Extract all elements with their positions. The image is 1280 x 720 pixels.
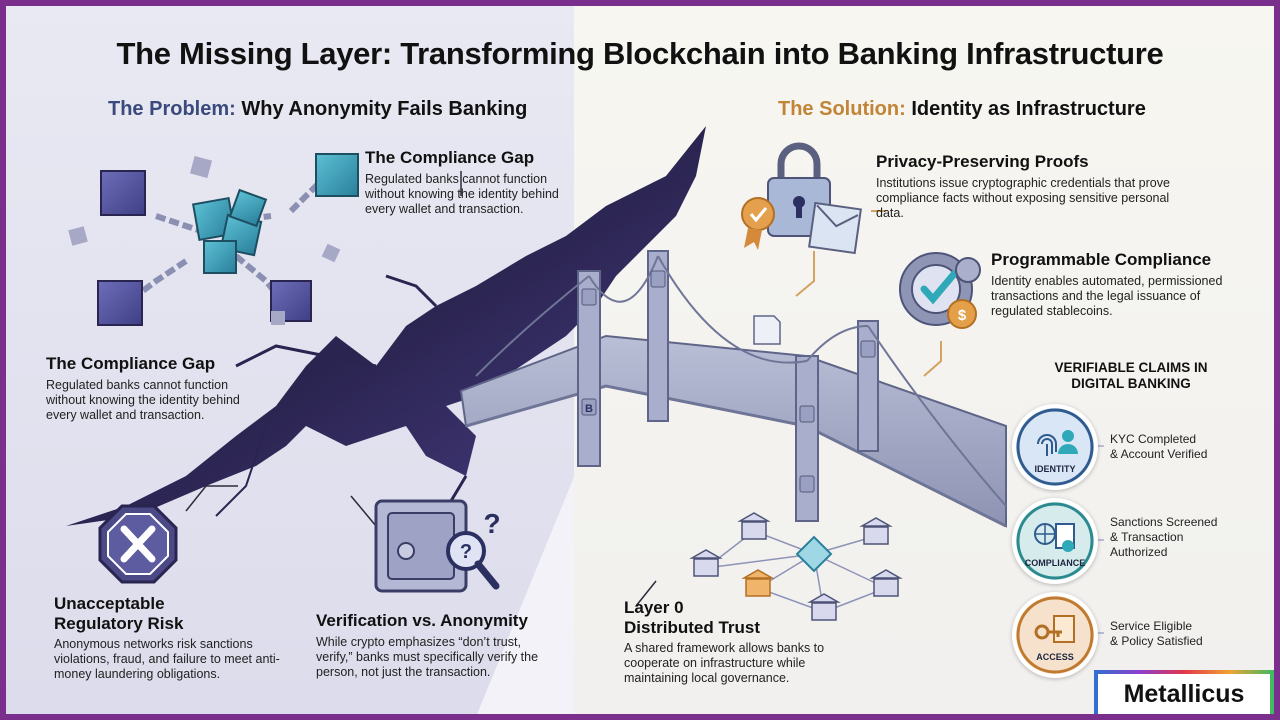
compliance-gap-left-block: The Compliance Gap Regulated banks canno…: [46, 354, 256, 423]
svg-text:$: $: [958, 307, 967, 324]
bridge-tower-1: [577, 270, 601, 467]
compliance-gap-top-title: The Compliance Gap: [365, 148, 535, 167]
compliance-gap-top-text: Regulated banks cannot function without …: [365, 171, 559, 216]
infographic-frame: ? ?: [6, 6, 1274, 714]
bank-node-3: [859, 517, 893, 545]
brand-logo-text: Metallicus: [1098, 674, 1270, 714]
globe-document-icon: [1016, 502, 1094, 580]
svg-text:?: ?: [483, 508, 500, 539]
key-scroll-icon: [1016, 596, 1094, 674]
solution-heading-text: Identity as Infrastructure: [911, 98, 1146, 120]
programmable-compliance-text: Identity enables automated, permissioned…: [991, 273, 1223, 318]
problem-heading-accent: The Problem:: [108, 98, 236, 120]
broken-chain-cluster: [68, 153, 359, 326]
lock-envelope-badge-icon: [741, 142, 862, 255]
solution-heading-accent: The Solution:: [778, 98, 906, 120]
problem-heading: The Problem: Why Anonymity Fails Banking: [108, 98, 527, 121]
safe-magnifier-icon: ? ?: [374, 499, 501, 593]
privacy-proofs-block: Privacy-Preserving Proofs Institutions i…: [876, 152, 1176, 221]
bank-node-4: [869, 569, 903, 597]
claim-access-caption: ACCESS: [1036, 652, 1074, 662]
programmable-compliance-block: Programmable Compliance Identity enables…: [991, 250, 1251, 319]
brand-logo: Metallicus: [1094, 670, 1274, 714]
privacy-proofs-title: Privacy-Preserving Proofs: [876, 152, 1089, 171]
regulatory-risk-title: Unacceptable Regulatory Risk: [54, 594, 184, 633]
bank-node-highlight: [741, 569, 775, 597]
fingerprint-user-icon: [1016, 408, 1094, 486]
document-on-cable-icon: [753, 315, 781, 345]
illustration-layer: ? ?: [66, 126, 1104, 634]
verification-text: While crypto emphasizes “don’t trust, ve…: [316, 634, 539, 679]
svg-text:?: ?: [460, 541, 472, 563]
claims-title: VERIFIABLE CLAIMS IN DIGITAL BANKING: [1054, 360, 1208, 392]
bridge-marker-label: B: [585, 403, 593, 415]
bridge-tower-2: [647, 250, 669, 422]
claim-access-text: Service Eligible & Policy Satisfied: [1110, 619, 1203, 648]
solution-heading: The Solution: Identity as Infrastructure: [778, 98, 1146, 121]
claim-compliance-text: Sanctions Screened & Transaction Authori…: [1110, 515, 1218, 559]
page-title: The Missing Layer: Transforming Blockcha…: [116, 36, 1164, 71]
regulatory-risk-text: Anonymous networks risk sanctions violat…: [54, 637, 280, 682]
claim-access-badge: ACCESS: [1012, 592, 1098, 678]
gear-check-coin-icon: $: [899, 252, 981, 329]
problem-heading-text: Why Anonymity Fails Banking: [241, 98, 528, 120]
layer0-block: Layer 0 Distributed Trust A shared frame…: [624, 598, 844, 686]
programmable-compliance-title: Programmable Compliance: [991, 250, 1212, 269]
claim-identity-text: KYC Completed & Account Verified: [1110, 432, 1208, 461]
compliance-gap-top-block: The Compliance Gap Regulated banks canno…: [365, 148, 583, 217]
claim-identity-badge: IDENTITY: [1012, 404, 1098, 490]
bank-network-diagram: [689, 512, 903, 621]
leader-lines-right: [795, 210, 942, 377]
compliance-gap-left-text: Regulated banks cannot function without …: [46, 377, 240, 422]
claim-compliance-badge: COMPLIANCE: [1012, 498, 1098, 584]
block-cube-1: [100, 170, 146, 216]
block-cube-3: [315, 153, 359, 197]
layer0-title: Layer 0 Distributed Trust: [624, 598, 761, 637]
bridge-tower-3: [795, 355, 819, 522]
regulatory-risk-block: Unacceptable Regulatory Risk Anonymous n…: [54, 594, 284, 682]
verification-block: Verification vs. Anonymity While crypto …: [316, 611, 556, 680]
bridge-illustration: B: [459, 250, 1007, 528]
error-x-icon: [98, 504, 178, 584]
bank-node-2: [737, 512, 771, 540]
layer0-text: A shared framework allows banks to coope…: [624, 641, 825, 686]
bank-node-5: [807, 593, 841, 621]
hub-node: [795, 535, 833, 573]
privacy-proofs-text: Institutions issue cryptographic credent…: [876, 175, 1170, 220]
bank-node-1: [689, 549, 723, 577]
compliance-gap-left-title: The Compliance Gap: [46, 354, 216, 373]
claim-identity-caption: IDENTITY: [1034, 464, 1076, 474]
leader-lines-left: [185, 171, 462, 527]
block-cube-2: [97, 280, 143, 326]
claim-compliance-caption: COMPLIANCE: [1024, 558, 1086, 568]
verification-title: Verification vs. Anonymity: [316, 611, 528, 630]
